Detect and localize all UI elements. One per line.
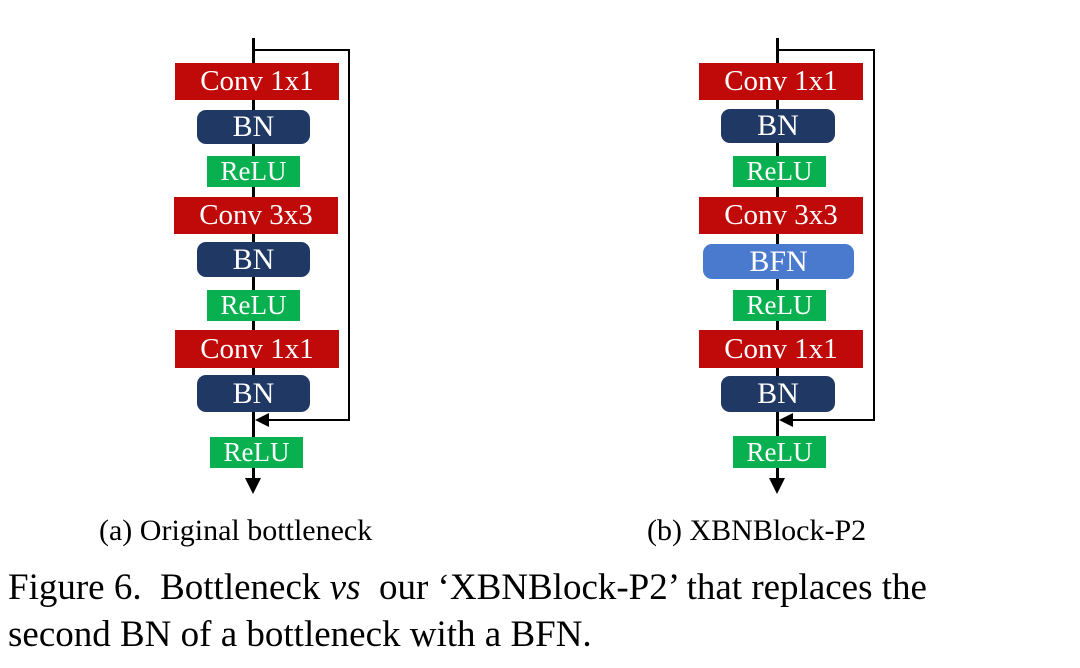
block-conv-1x1: Conv 1x1 bbox=[175, 63, 339, 100]
skip-down-line bbox=[873, 49, 875, 421]
block-bn: BN bbox=[197, 242, 310, 277]
subfigure-caption: (b) XBNBlock-P2 bbox=[647, 514, 867, 547]
skip-branch-line bbox=[252, 49, 350, 51]
caption-text-segment: Figure 6. Bottleneck bbox=[8, 567, 330, 608]
block-bn: BN bbox=[721, 109, 835, 143]
block-conv-1x1: Conv 1x1 bbox=[699, 330, 863, 368]
block-bn: BN bbox=[197, 110, 310, 144]
block-bn: BN bbox=[197, 375, 310, 412]
skip-merge-line bbox=[268, 419, 350, 421]
skip-down-line bbox=[348, 49, 350, 421]
block-conv-3x3: Conv 3x3 bbox=[174, 197, 338, 234]
block-bfn: BFN bbox=[703, 244, 854, 279]
block-relu: ReLU bbox=[207, 290, 300, 321]
caption-text-segment: our ‘XBNBlock-P2’ that replaces the bbox=[360, 567, 927, 608]
subfigure-caption: (a) Original bottleneck bbox=[99, 514, 373, 547]
block-relu: ReLU bbox=[207, 156, 300, 187]
block-conv-1x1: Conv 1x1 bbox=[175, 330, 339, 368]
skip-branch-line bbox=[776, 49, 875, 51]
block-bn: BN bbox=[721, 376, 835, 412]
output-arrowhead-icon bbox=[769, 478, 785, 494]
block-relu: ReLU bbox=[210, 437, 303, 468]
figure-caption-line: Figure 6. Bottleneck vs our ‘XBNBlock-P2… bbox=[8, 564, 1076, 611]
block-relu: ReLU bbox=[733, 436, 826, 468]
caption-italic-segment: vs bbox=[329, 567, 361, 608]
block-conv-1x1: Conv 1x1 bbox=[699, 63, 863, 100]
merge-arrowhead-icon bbox=[779, 413, 793, 427]
output-arrowhead-icon bbox=[245, 478, 261, 494]
figure-caption-line: second BN of a bottleneck with a BFN. bbox=[8, 611, 1076, 658]
merge-arrowhead-icon bbox=[255, 413, 269, 427]
skip-merge-line bbox=[792, 419, 875, 421]
caption-text-segment: second BN of a bottleneck with a BFN. bbox=[8, 614, 592, 655]
block-conv-3x3: Conv 3x3 bbox=[699, 197, 863, 234]
block-relu: ReLU bbox=[733, 290, 826, 321]
block-relu: ReLU bbox=[733, 156, 826, 187]
figure-caption: Figure 6. Bottleneck vs our ‘XBNBlock-P2… bbox=[8, 564, 1076, 658]
